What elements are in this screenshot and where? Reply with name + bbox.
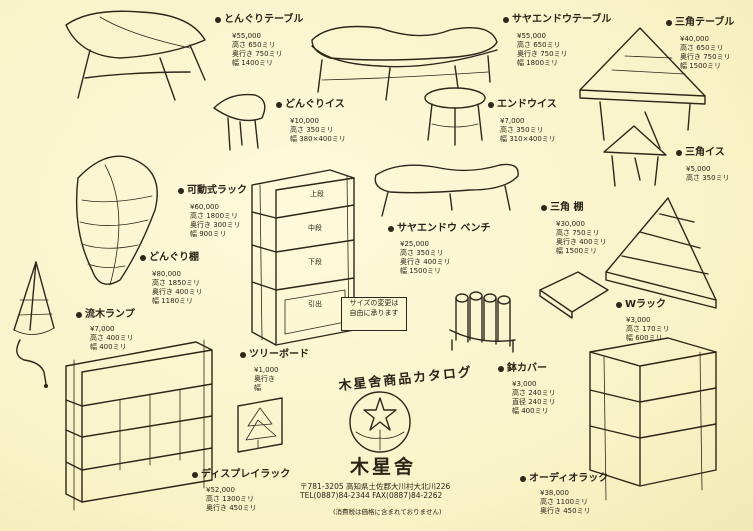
- tall-rack-illustration: [251, 169, 355, 346]
- address-block: 〒781-3205 高知県土佐郡大川村大北川226 TEL(0887)84-23…: [300, 482, 451, 500]
- product-label-tonguri-shelf: どんぐり棚: [140, 253, 199, 264]
- custom-size-sign: サイズの変更は 自由に承ります: [341, 297, 407, 331]
- sankaku-table-illustration: [579, 27, 706, 149]
- product-label-pot-cover: 鉢カバー: [498, 364, 547, 375]
- sankaku-chair-illustration: [603, 125, 667, 187]
- brand-name: 木星舍: [350, 456, 417, 478]
- product-label-audio-rack: オーディオラック: [520, 474, 608, 485]
- product-label-tonguri-chair: どんぐりイス: [276, 100, 345, 111]
- product-label-sankaku-shelf: 三角 棚: [541, 203, 583, 214]
- bullet-icon: [541, 205, 547, 211]
- bullet-icon: [215, 17, 221, 23]
- bullet-icon: [192, 472, 198, 478]
- product-label-end-chair: エンドウイス: [488, 100, 557, 111]
- bullet-icon: [388, 226, 394, 232]
- bullet-icon: [503, 17, 509, 23]
- end-chair-illustration: [424, 87, 486, 146]
- product-label-sankaku-table: 三角テーブル: [666, 18, 734, 29]
- log-pile-illustration: [449, 291, 516, 353]
- bullet-icon: [520, 476, 526, 482]
- rack-label-drawer: 引出: [308, 300, 322, 308]
- bullet-icon: [276, 102, 282, 108]
- sayaend-bench-illustration: [374, 163, 519, 217]
- tree-board-illustration: [237, 397, 283, 453]
- product-label-display-rack: ディスプレイラック: [192, 470, 290, 481]
- tax-note: (消費税は価格に含まれておりません): [333, 508, 442, 516]
- product-label-wood-lamp: 流木ランプ: [76, 310, 135, 321]
- sayaend-table-illustration: [311, 25, 498, 101]
- bullet-icon: [616, 302, 622, 308]
- display-rack-illustration: [65, 339, 213, 511]
- audio-rack-illustration: [589, 337, 717, 501]
- product-label-sankaku-chair: 三角イス: [676, 148, 725, 159]
- product-label-tonguri-table: とんぐりテーブル: [215, 15, 303, 26]
- bullet-icon: [140, 255, 146, 261]
- bullet-icon: [240, 352, 246, 358]
- donguri-table-illustration: [65, 10, 206, 101]
- rack-label-bottom: 下段: [308, 258, 322, 266]
- kadou-rack-illustration: [75, 155, 158, 286]
- bullet-icon: [488, 102, 494, 108]
- wood-lamp-illustration: [13, 261, 55, 388]
- bullet-icon: [178, 188, 184, 194]
- product-label-sayaend-table: サヤエンドウテーブル: [503, 15, 611, 26]
- donguri-chair-illustration: [213, 93, 266, 151]
- bullet-icon: [498, 366, 504, 372]
- sankaku-shelf-illustration: [539, 197, 717, 319]
- bullet-icon: [676, 150, 682, 156]
- bullet-icon: [666, 20, 672, 26]
- rack-label-top: 上段: [310, 190, 324, 198]
- product-label-kadou-rack: 可動式ラック: [178, 186, 247, 197]
- brand-logo-illustration: [349, 391, 411, 453]
- rack-label-middle: 中段: [308, 224, 322, 232]
- product-label-sayaend-bench: サヤエンドウ ベンチ: [388, 224, 490, 235]
- bullet-icon: [76, 312, 82, 318]
- product-label-tree-board: ツリーボード: [240, 350, 309, 361]
- product-label-w-rack: Wラック: [616, 300, 666, 311]
